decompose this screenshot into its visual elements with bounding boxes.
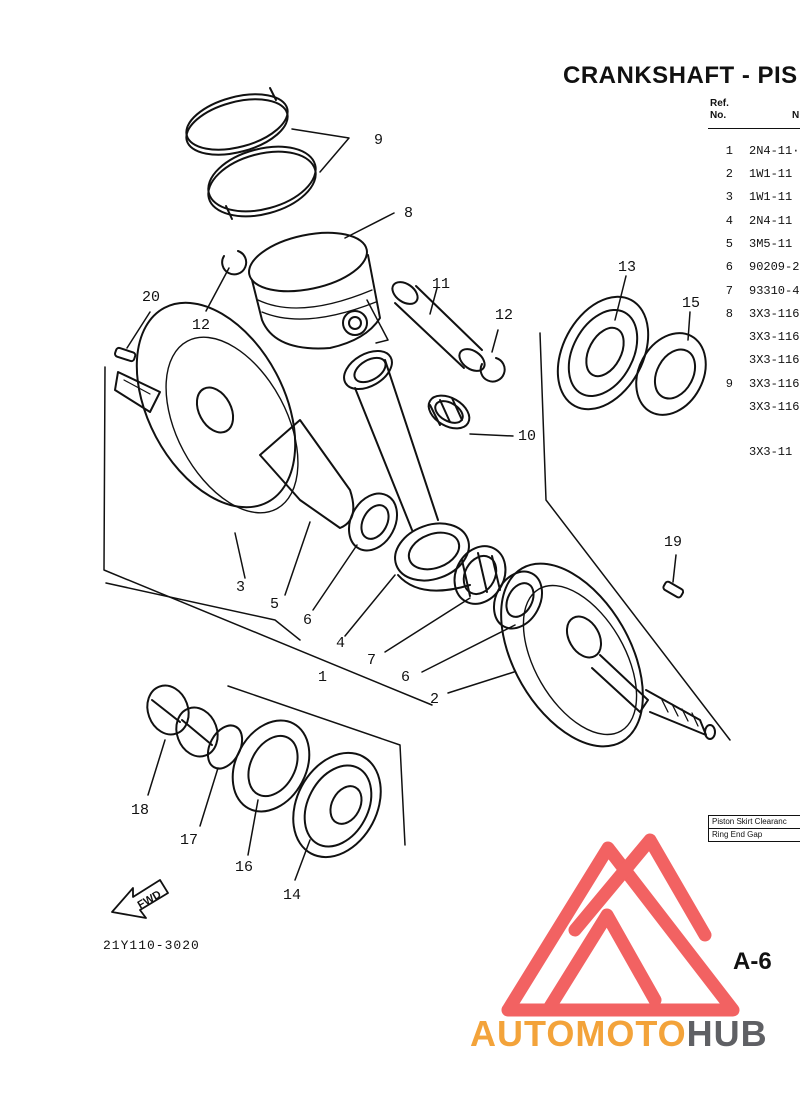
left-spacer	[146, 684, 219, 758]
bottom-bracket	[103, 366, 433, 706]
left-main-bearing	[292, 751, 382, 859]
small-end-bearing	[427, 394, 471, 430]
leader-line	[469, 433, 514, 437]
left-crank-web	[114, 301, 355, 529]
spec-row-ring-gap: Ring End Gap	[709, 828, 800, 841]
watermark-logo	[501, 833, 740, 1017]
callout-13: 13	[618, 259, 637, 276]
callout-11: 11	[432, 276, 451, 293]
callout-8: 8	[404, 205, 414, 222]
left-oil-seal	[231, 719, 311, 813]
leader-line	[344, 212, 395, 239]
leaders-lower	[147, 521, 516, 881]
callout-19: 19	[664, 534, 683, 551]
callout-4: 4	[336, 635, 346, 652]
bracket-line	[539, 332, 731, 741]
table-header-rule	[708, 128, 800, 129]
callout-15: 15	[682, 295, 701, 312]
page-title: CRANKSHAFT - PIS	[563, 62, 798, 89]
woodruff-keys	[114, 346, 685, 599]
fwd-arrow-icon	[111, 879, 169, 919]
callout-3: 3	[236, 579, 246, 596]
piston-pin	[391, 281, 486, 372]
right-crank-web	[500, 562, 716, 748]
page-number: A-6	[733, 948, 772, 975]
callout-5: 5	[270, 596, 280, 613]
callout-6: 6	[401, 669, 411, 686]
callout-16: 16	[235, 859, 254, 876]
piston-rings	[185, 87, 317, 220]
ref-column-header: Ref. No.	[710, 98, 729, 121]
right-oil-seal	[635, 332, 707, 416]
connecting-rod	[343, 350, 471, 592]
leader-line	[672, 554, 677, 583]
table-row: 3X3-116	[749, 400, 800, 414]
leader-line	[429, 287, 438, 315]
big-end-bearing	[453, 545, 507, 605]
table-row: 3X3-116	[749, 330, 800, 344]
circlips	[221, 250, 506, 383]
leader-line	[687, 311, 691, 341]
table-row: 3X3-11	[749, 445, 793, 459]
leader-line	[126, 311, 151, 349]
callout-14: 14	[283, 887, 302, 904]
leader-line	[491, 329, 499, 353]
spec-row-piston-clearance: Piston Skirt Clearanc	[712, 817, 787, 826]
spec-box: Piston Skirt Clearanc Ring End Gap	[708, 815, 800, 842]
callout-12: 12	[192, 317, 211, 334]
callout-9: 9	[374, 132, 384, 149]
bracket-line	[227, 685, 406, 846]
part-number-column-header: N	[792, 110, 800, 121]
callout-18: 18	[131, 802, 150, 819]
leader-line	[614, 275, 627, 321]
leader-line	[205, 267, 230, 312]
callout-7: 7	[367, 652, 377, 669]
table-row: 3X3-116	[749, 353, 800, 367]
piston	[248, 231, 389, 350]
callout-12: 12	[495, 307, 514, 324]
callout-10: 10	[518, 428, 537, 445]
diagram-part-number: 21Y110-3020	[103, 938, 200, 953]
callout-2: 2	[430, 691, 440, 708]
callout-6: 6	[303, 612, 313, 629]
callout-17: 17	[180, 832, 199, 849]
leader-line	[291, 128, 350, 173]
callout-20: 20	[142, 289, 161, 306]
watermark-brand: AUTOMOTOHUB	[470, 1013, 768, 1054]
callout-1: 1	[318, 669, 328, 686]
